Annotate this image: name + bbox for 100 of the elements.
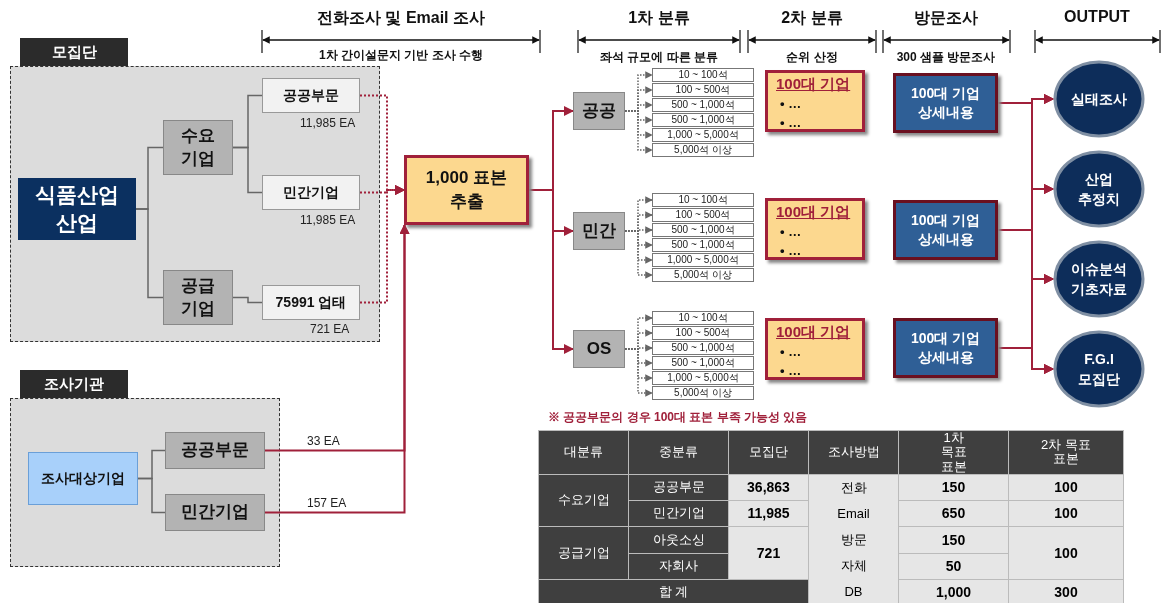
connector-line <box>232 296 263 304</box>
category-box: 식품산업 산업 <box>18 178 136 240</box>
table-cell: 1,000 <box>898 579 1009 603</box>
table-cell: 전화 Email 방문 자체 DB <box>808 474 899 603</box>
card-title: 100대 기업 <box>776 75 851 94</box>
table-cell: 150 <box>898 526 1009 554</box>
row-header-cell: 자회사 <box>628 553 729 580</box>
table-cell: 100 <box>1008 526 1124 580</box>
section-subheading: 순위 산정 <box>786 49 838 66</box>
section-subheading: 좌석 규모에 따른 분류 <box>600 49 718 66</box>
category-box: OS <box>573 330 625 368</box>
range-box: 500 ~ 1,000석 <box>652 113 754 127</box>
count-label: 11,985 EA <box>300 116 356 130</box>
arrow <box>997 347 1054 374</box>
edge-label: 33 EA <box>305 433 342 448</box>
row-header-cell: 합 계 <box>538 579 809 603</box>
table-header-cell: 대분류 <box>538 430 629 475</box>
section-subheading: 300 샘플 방문조사 <box>896 49 996 66</box>
group-tab: 모집단 <box>20 38 128 66</box>
category-box: 공공부문 <box>165 432 265 469</box>
ranking-card <box>765 198 865 260</box>
category-box: 공급 기업 <box>163 270 233 325</box>
section-subheading: 1차 간이설문지 기반 조사 수행 <box>319 47 483 64</box>
edge-label: 157 EA <box>305 495 349 510</box>
row-header-cell: 수요기업 <box>538 474 629 527</box>
category-box: 공공 <box>573 92 625 130</box>
table-header-cell: 조사방법 <box>808 430 899 475</box>
table-header-cell: 2차 목표 표본 <box>1008 430 1124 475</box>
table-cell: 650 <box>898 500 1009 527</box>
card-title: 100대 기업 <box>776 203 851 222</box>
row-header-cell: 아웃소싱 <box>628 526 729 554</box>
range-box: 500 ~ 1,000석 <box>652 238 754 252</box>
detail-box: 100대 기업 상세내용 <box>893 200 998 260</box>
category-box: 조사대상기업 <box>28 452 138 505</box>
category-box: 수요 기업 <box>163 120 233 175</box>
range-box: 500 ~ 1,000석 <box>652 341 754 355</box>
range-box: 500 ~ 1,000석 <box>652 98 754 112</box>
group-tab: 조사기관 <box>20 370 128 398</box>
arrow <box>624 110 653 154</box>
connector-line <box>137 477 166 514</box>
range-box: 10 ~ 100석 <box>652 68 754 82</box>
table-header-cell: 1차 목표 표본 <box>898 430 1009 475</box>
range-box: 500 ~ 1,000석 <box>652 223 754 237</box>
table-cell: 11,985 <box>728 500 809 527</box>
category-box: 민간기업 <box>165 494 265 531</box>
section-heading: 방문조사 <box>914 8 978 28</box>
bullet-item: • … <box>780 95 802 113</box>
table-cell: 721 <box>728 526 809 580</box>
category-box: 민간기업 <box>262 175 360 210</box>
table-cell: 150 <box>898 474 1009 501</box>
table-header-cell: 모집단 <box>728 430 809 475</box>
range-box: 5,000석 이상 <box>652 268 754 282</box>
bullet-item: • … <box>780 343 802 361</box>
detail-box: 100대 기업 상세내용 <box>893 318 998 378</box>
arrow <box>624 348 653 397</box>
output-circle: 산업 추정치 <box>1053 150 1145 228</box>
range-box: 10 ~ 100석 <box>652 311 754 325</box>
table-cell: 50 <box>898 553 1009 580</box>
ranking-card <box>765 318 865 380</box>
row-header-cell: 공급기업 <box>538 526 629 580</box>
table-cell: 100 <box>1008 500 1124 527</box>
range-box: 500 ~ 1,000석 <box>652 356 754 370</box>
connector-line <box>232 146 263 194</box>
note-text: ※ 공공부문의 경우 100대 표본 부족 가능성 있음 <box>548 409 808 426</box>
category-box: 75991 업태 <box>262 285 360 320</box>
table-header-cell: 중분류 <box>628 430 729 475</box>
connector-line <box>135 208 164 299</box>
card-title: 100대 기업 <box>776 323 851 342</box>
section-heading: 전화조사 및 Email 조사 <box>317 8 485 28</box>
table-cell: 100 <box>1008 474 1124 501</box>
arrow <box>359 185 405 304</box>
range-box: 5,000석 이상 <box>652 386 754 400</box>
section-heading: 2차 분류 <box>781 8 843 28</box>
range-box: 100 ~ 500석 <box>652 83 754 97</box>
section-heading: OUTPUT <box>1064 8 1130 26</box>
table-cell: 36,863 <box>728 474 809 501</box>
category-box: 민간 <box>573 212 625 250</box>
range-box: 1,000 ~ 5,000석 <box>652 371 754 385</box>
bullet-item: • … <box>780 362 802 380</box>
arrow <box>264 224 410 514</box>
output-circle: 이슈분석 기초자료 <box>1053 240 1145 318</box>
detail-box: 100대 기업 상세내용 <box>893 73 998 133</box>
category-box: 공공부문 <box>262 78 360 113</box>
range-box: 10 ~ 100석 <box>652 193 754 207</box>
range-box: 100 ~ 500석 <box>652 326 754 340</box>
range-box: 1,000 ~ 5,000석 <box>652 128 754 142</box>
arrow <box>624 230 653 279</box>
bullet-item: • … <box>780 242 802 260</box>
section-heading: 1차 분류 <box>628 8 690 28</box>
count-label: 721 EA <box>310 322 350 336</box>
process-box: 1,000 표본 추출 <box>404 155 529 225</box>
output-circle: 실태조사 <box>1053 60 1145 138</box>
range-box: 1,000 ~ 5,000석 <box>652 253 754 267</box>
range-box: 100 ~ 500석 <box>652 208 754 222</box>
bullet-item: • … <box>780 114 802 132</box>
output-circle: F.G.I 모집단 <box>1053 330 1145 408</box>
arrow <box>528 189 574 354</box>
ranking-card <box>765 70 865 132</box>
bullet-item: • … <box>780 223 802 241</box>
count-label: 11,985 EA <box>300 213 356 227</box>
